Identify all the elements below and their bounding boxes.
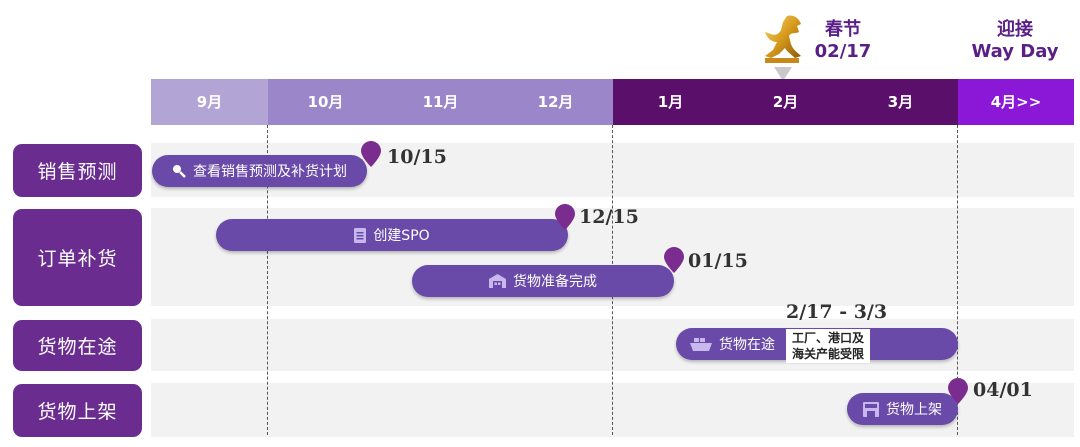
- forecast-bar-label: 查看销售预测及补货计划: [193, 164, 347, 180]
- spring-festival-date: 02/17: [814, 41, 872, 62]
- in-transit-note-line2: 海关产能受限: [792, 347, 865, 361]
- in-transit-bar-label: 货物在途: [719, 337, 775, 353]
- ship-icon: [690, 337, 712, 351]
- month-oct: 10月: [268, 79, 383, 125]
- forecast-bar: 查看销售预测及补货计划: [152, 155, 367, 187]
- month-nov: 11月: [383, 79, 498, 125]
- goods-ready-bar: 货物准备完成: [412, 265, 674, 297]
- row-label-transit: 货物在途: [13, 320, 142, 371]
- date-goods-ready: 01/15: [688, 250, 748, 272]
- warehouse-icon: [489, 274, 506, 288]
- divider-apr: [957, 125, 958, 435]
- row-label-order: 订单补货: [13, 209, 142, 306]
- shelving-bar: 货物上架: [847, 393, 958, 425]
- spring-festival-label: 春节 02/17: [808, 19, 878, 63]
- create-spo-bar-label: 创建SPO: [373, 228, 430, 244]
- pointer-triangle-icon: [774, 66, 792, 85]
- month-apr: 4月>>: [958, 79, 1074, 125]
- date-in-transit: 2/17 - 3/3: [786, 301, 888, 323]
- pin-icon: [555, 204, 575, 230]
- month-sep: 9月: [151, 79, 268, 125]
- way-day-subtitle: Way Day: [971, 41, 1059, 62]
- in-transit-note-line1: 工厂、港口及: [792, 331, 865, 345]
- way-day-label: 迎接 Way Day: [960, 19, 1070, 63]
- date-create-spo: 12/15: [579, 206, 639, 228]
- spring-festival-title: 春节: [825, 19, 861, 40]
- month-dec: 12月: [498, 79, 613, 125]
- shelving-bar-label: 货物上架: [886, 402, 942, 418]
- month-feb: 2月: [728, 79, 843, 125]
- date-forecast: 10/15: [387, 146, 447, 168]
- create-spo-bar: 创建SPO: [216, 219, 568, 251]
- pin-icon: [664, 247, 684, 273]
- date-shelving: 04/01: [973, 379, 1033, 401]
- document-icon: [354, 227, 367, 243]
- month-mar: 3月: [843, 79, 958, 125]
- pin-icon: [361, 141, 381, 167]
- row-label-forecast: 销售预测: [13, 144, 142, 197]
- pin-icon: [948, 378, 968, 404]
- search-icon: [172, 164, 186, 178]
- in-transit-note: 工厂、港口及 海关产能受限: [786, 329, 871, 363]
- month-jan: 1月: [613, 79, 728, 125]
- row-label-shelving: 货物上架: [13, 384, 142, 437]
- way-day-title: 迎接: [997, 19, 1033, 40]
- shelf-icon: [863, 401, 879, 417]
- divider-oct: [267, 125, 268, 435]
- goods-ready-bar-label: 货物准备完成: [513, 274, 597, 290]
- horse-icon: [757, 12, 807, 64]
